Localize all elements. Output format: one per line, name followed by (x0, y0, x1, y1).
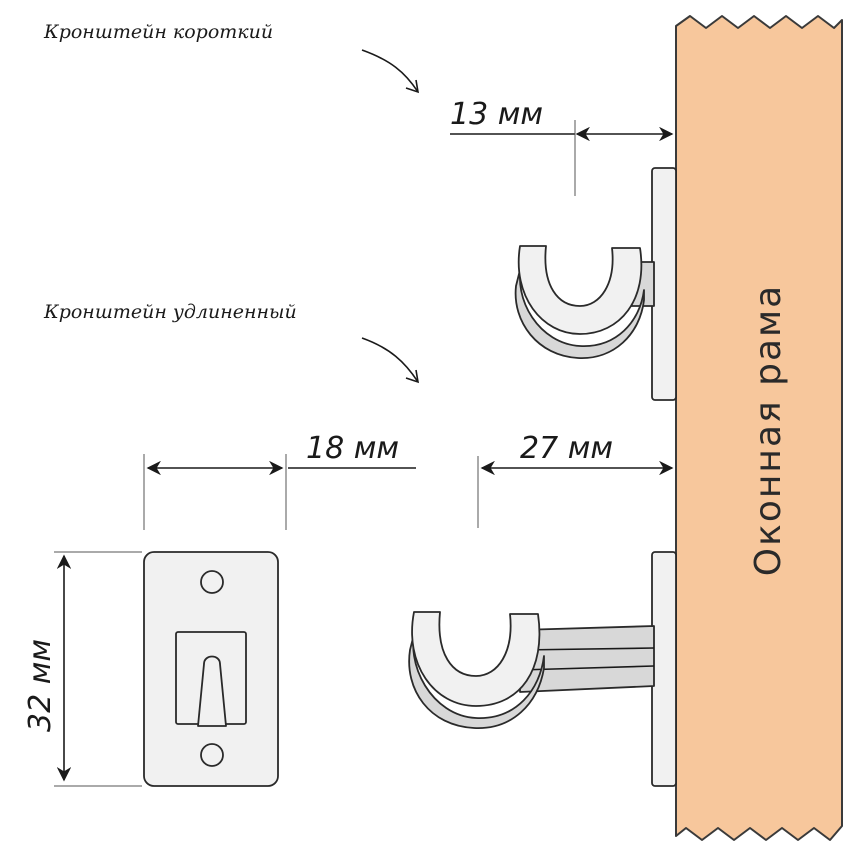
window-frame-body (675, 15, 843, 841)
short-bracket-hook-side (514, 261, 645, 359)
dimension-plate-width-label: 18 мм (306, 431, 399, 466)
mounting-plate-tab (197, 655, 227, 727)
long-bracket-arm-edge-1 (519, 647, 655, 651)
long-bracket-plate (651, 551, 677, 787)
dimension-short-depth-label: 13 мм (450, 97, 543, 132)
dimension-long-depth-label: 27 мм (520, 431, 613, 466)
dimension-short-depth: 13 мм (450, 97, 674, 196)
window-frame-label: Оконная рама (748, 284, 789, 576)
long-bracket-hook-side (408, 625, 545, 729)
long-bracket-pointer-head (405, 369, 420, 384)
dimension-plate-height-label: 32 мм (23, 639, 58, 732)
long-bracket-hook (411, 611, 541, 707)
short-bracket (514, 167, 677, 401)
mounting-plate-hole-top (200, 570, 224, 594)
long-bracket-pointer (361, 337, 419, 383)
window-frame: Оконная рама (675, 15, 843, 841)
mounting-plate-hole-bottom (200, 743, 224, 767)
short-bracket-plate (651, 167, 677, 401)
short-bracket-pointer (361, 49, 419, 93)
mounting-plate (143, 551, 279, 787)
long-bracket (408, 551, 677, 787)
dimension-long-depth: 27 мм (477, 431, 674, 528)
short-bracket-label: Кронштейн короткий (43, 21, 273, 43)
long-bracket-label: Кронштейн удлиненный (43, 301, 297, 323)
short-bracket-pointer-head (405, 79, 420, 94)
dimension-plate-width: 18 мм (143, 431, 416, 530)
dimension-plate-height: 32 мм (23, 551, 142, 787)
short-bracket-hook (517, 245, 643, 335)
